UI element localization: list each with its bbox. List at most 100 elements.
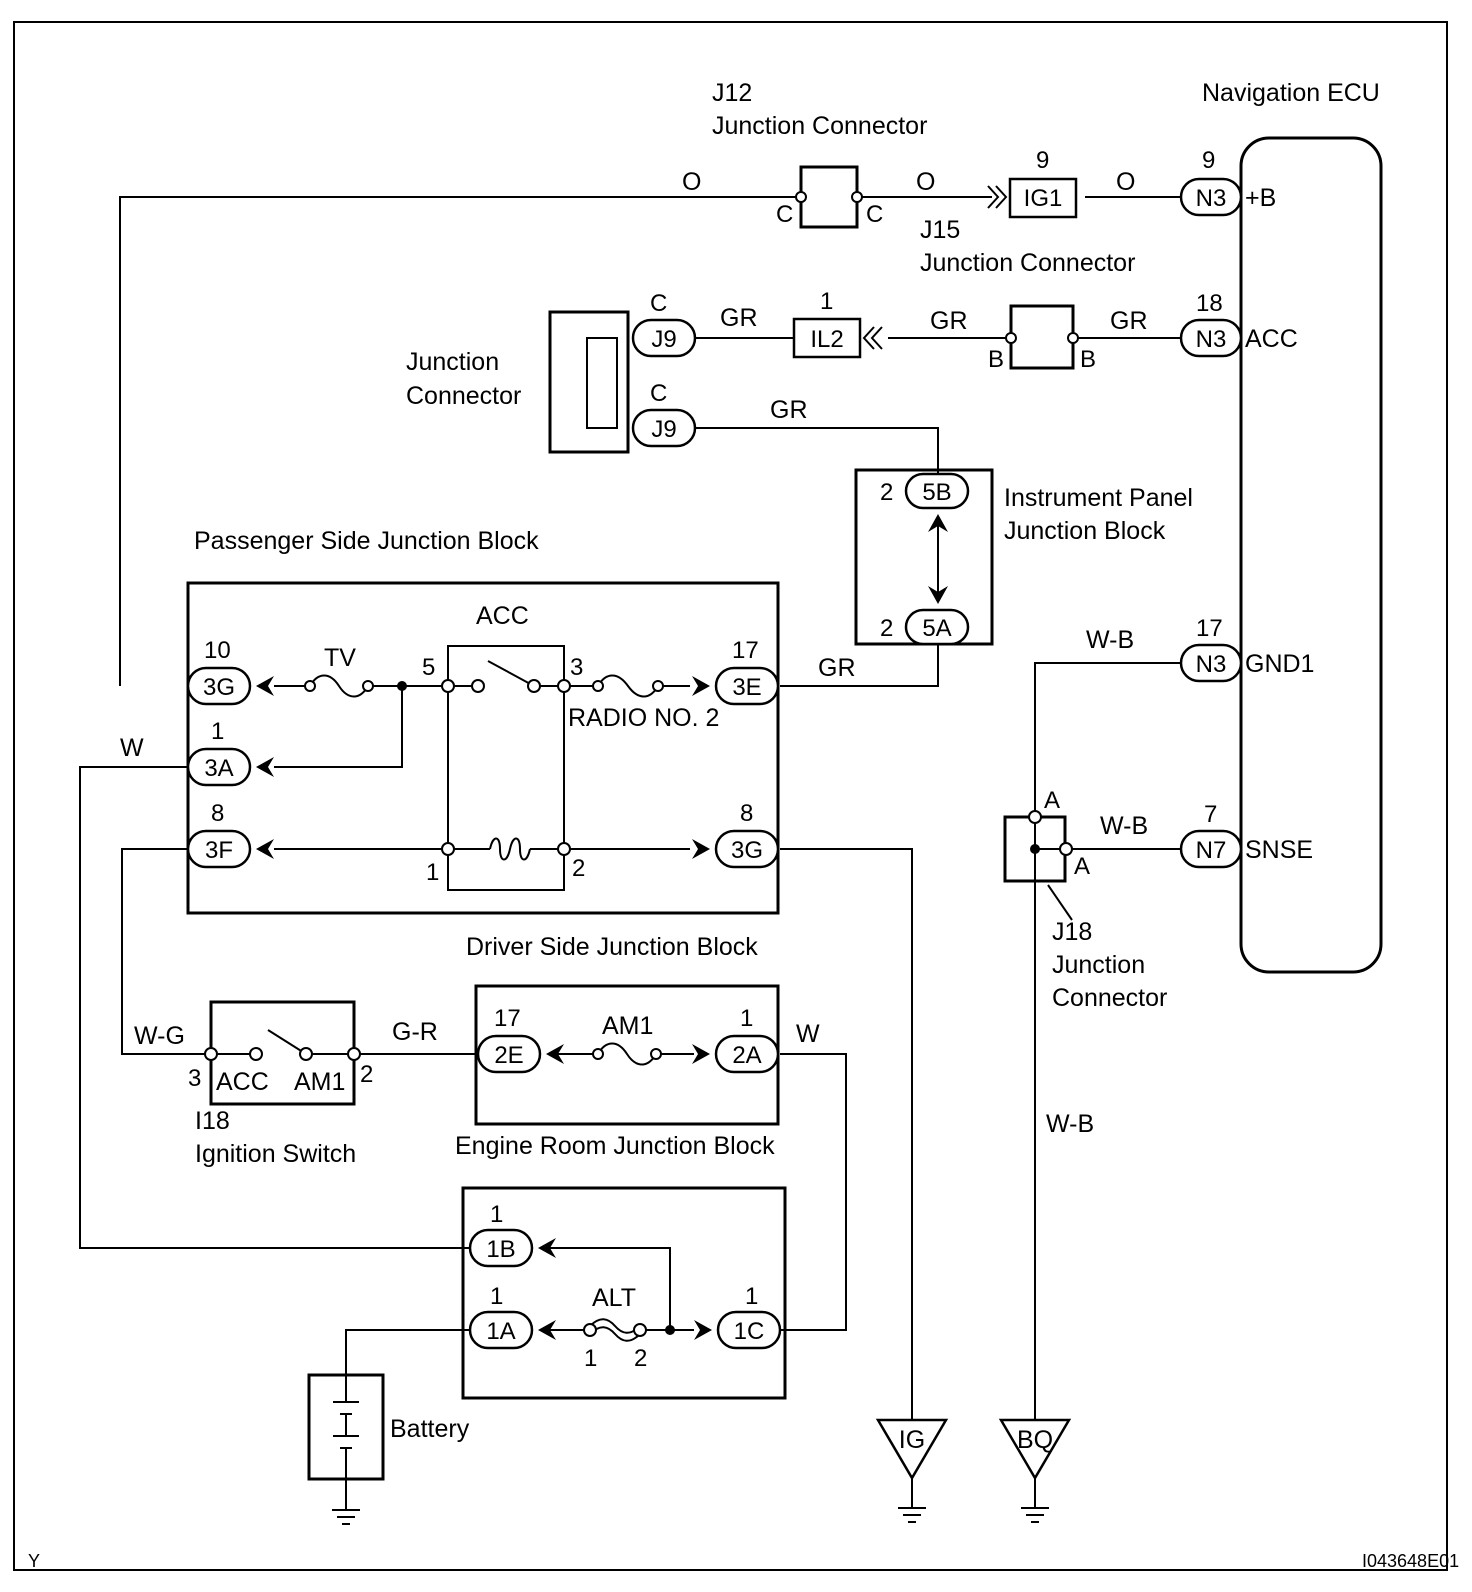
pill-2e bbox=[476, 1034, 542, 1074]
pin-n3-acc: 18 bbox=[1196, 290, 1223, 317]
conn-5a: 5A bbox=[922, 615, 951, 642]
pill-3g-bot bbox=[714, 829, 780, 869]
pin-n3-b: 9 bbox=[1202, 147, 1215, 174]
pin-3g-bot: 8 bbox=[740, 800, 753, 827]
wire-gr-5: GR bbox=[818, 654, 856, 682]
arrow-3g-bot bbox=[692, 839, 710, 859]
wire-gr-ign: G-R bbox=[392, 1018, 438, 1046]
ecu-pin-acc: ACC bbox=[1245, 325, 1298, 353]
pill-3g-top bbox=[186, 666, 252, 706]
ip-jb-label-1: Instrument Panel bbox=[1004, 484, 1193, 512]
arrow-2a bbox=[692, 1044, 710, 1064]
node-ign-3 bbox=[204, 1047, 218, 1061]
ground-ig-triangle bbox=[875, 1418, 949, 1481]
conn-j9-bot: J9 bbox=[651, 416, 676, 443]
j18-number: J18 bbox=[1052, 918, 1092, 946]
node-j15-left bbox=[1005, 332, 1017, 344]
wire-gr-j9-ip bbox=[695, 427, 939, 474]
conn-n3-b: N3 bbox=[1196, 185, 1227, 212]
pill-j9-bot bbox=[631, 408, 697, 448]
wire-w-2a-1c bbox=[780, 1053, 847, 1331]
pill-il2 bbox=[792, 317, 862, 359]
arrow-5b bbox=[928, 514, 948, 532]
ground-ig bbox=[875, 1418, 949, 1523]
pill-n3-acc bbox=[1179, 318, 1243, 358]
arrow-1c bbox=[694, 1320, 712, 1340]
pill-3f bbox=[186, 829, 252, 869]
ground-ig-label: IG bbox=[899, 1426, 925, 1454]
pin-3g-top: 10 bbox=[204, 637, 231, 664]
arrow-3a bbox=[256, 757, 274, 777]
passenger-jb-box bbox=[186, 581, 780, 915]
conn-3g-bot: 3G bbox=[731, 837, 763, 864]
pin-1a: 1 bbox=[490, 1283, 503, 1310]
tv-fuse-icon bbox=[309, 674, 369, 698]
wire-wb-2: W-B bbox=[1100, 812, 1148, 840]
pill-1a bbox=[468, 1310, 534, 1350]
pin-relay-1: 1 bbox=[426, 859, 439, 886]
pin-ig1: 9 bbox=[1036, 147, 1049, 174]
radio-fuse-icon bbox=[597, 674, 659, 698]
jc-label-2: Connector bbox=[406, 382, 521, 410]
tv-branch-3a bbox=[274, 686, 403, 768]
wire-gr-3e-5a bbox=[780, 642, 939, 687]
node-ign-2 bbox=[347, 1047, 361, 1061]
j18-label-2: Connector bbox=[1052, 984, 1167, 1012]
node-alt-right bbox=[633, 1323, 647, 1337]
pin-ign-2: 2 bbox=[360, 1061, 373, 1088]
pin-alt-2: 2 bbox=[634, 1345, 647, 1372]
conn-2e: 2E bbox=[494, 1042, 523, 1069]
pin-2a: 1 bbox=[740, 1005, 753, 1032]
ground-bq-stem bbox=[1021, 1478, 1049, 1523]
am1-fuse-icon bbox=[597, 1042, 657, 1066]
pill-1b bbox=[468, 1228, 534, 1268]
arrow-1a bbox=[538, 1320, 556, 1340]
diagram-frame bbox=[13, 21, 1448, 1571]
wire-w-2a: W bbox=[796, 1020, 820, 1048]
relay-coil-icon bbox=[489, 837, 531, 861]
conn-j9-top: J9 bbox=[651, 326, 676, 353]
pill-2a bbox=[714, 1034, 780, 1074]
node-radio-left bbox=[592, 680, 604, 692]
ign-acc-label: ACC bbox=[216, 1068, 269, 1096]
corner-left: Y bbox=[28, 1551, 40, 1571]
arrow-5a bbox=[928, 586, 948, 604]
wire-wb-3: W-B bbox=[1046, 1110, 1094, 1138]
node-j18-top bbox=[1028, 810, 1042, 824]
j18-label-1: Junction bbox=[1052, 951, 1145, 979]
pin-2e: 17 bbox=[494, 1005, 521, 1032]
terminal-nodes bbox=[204, 191, 1079, 1337]
ign-blade bbox=[267, 1029, 307, 1055]
arrow-1b bbox=[538, 1238, 556, 1258]
connector-arrows bbox=[256, 514, 948, 1340]
driver-jb-title: Driver Side Junction Block bbox=[466, 933, 758, 961]
wire-o-left bbox=[119, 196, 796, 686]
pin-j18-a-right: A bbox=[1074, 853, 1090, 880]
alt-fuse-icon bbox=[589, 1318, 641, 1342]
pill-n3-b bbox=[1179, 177, 1243, 217]
arrow-3g-top bbox=[256, 676, 274, 696]
arrow-3e bbox=[692, 676, 710, 696]
pin-il2: 1 bbox=[820, 288, 833, 315]
chevron-ig1 bbox=[987, 185, 1008, 209]
wire-w-left bbox=[79, 766, 470, 1249]
pin-5a: 2 bbox=[880, 615, 893, 642]
pin-numbers: 9 9 18 1 C C 2 2 10 1 8 17 8 17 7 17 1 1… bbox=[188, 147, 1223, 1372]
node-j12-left bbox=[795, 191, 807, 203]
conn-n3-gnd: N3 bbox=[1196, 651, 1227, 678]
conn-n3-acc: N3 bbox=[1196, 326, 1227, 353]
wire-o-1: O bbox=[682, 168, 701, 196]
node-j18-right bbox=[1059, 842, 1073, 856]
pill-3a bbox=[186, 747, 252, 787]
wire-3g-ig bbox=[780, 848, 913, 1420]
acc-relay-box bbox=[447, 645, 565, 891]
navigation-ecu-box bbox=[1239, 136, 1383, 974]
conn-n7: N7 bbox=[1196, 837, 1227, 864]
node-j12-right bbox=[851, 191, 863, 203]
ecu-pin-b: +B bbox=[1245, 184, 1276, 212]
am1-fuse-label: AM1 bbox=[602, 1012, 653, 1040]
node-relay-2 bbox=[557, 842, 571, 856]
j12-name: Junction Connector bbox=[712, 112, 927, 140]
conn-2a: 2A bbox=[732, 1042, 761, 1069]
wires bbox=[79, 196, 1181, 1420]
